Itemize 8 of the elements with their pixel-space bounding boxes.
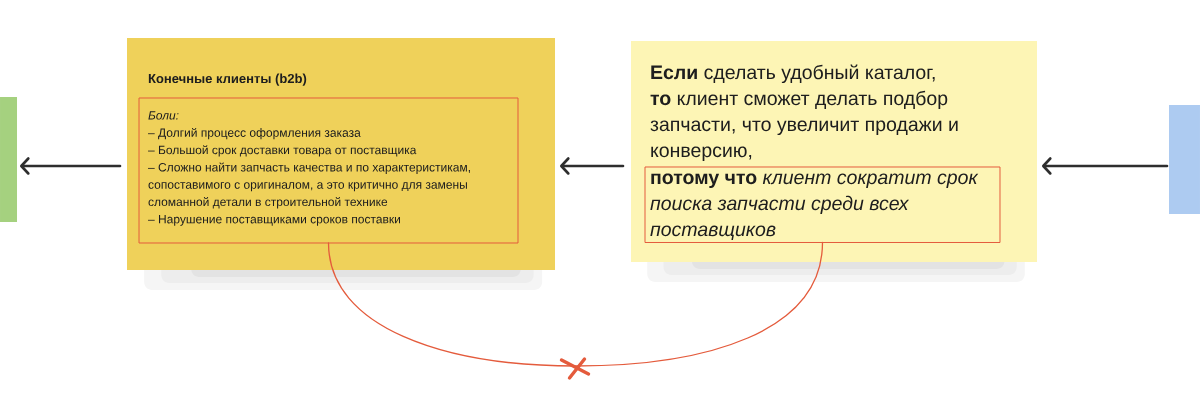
- arrow: [20, 157, 122, 175]
- highlight-box: потому что клиент сократит срок поиска запчасти среди всех поставщиков: [644, 166, 1001, 243]
- arrow: [1042, 157, 1169, 175]
- sticky-note: [0, 97, 17, 222]
- connector-line: [327, 241, 824, 367]
- arrow: [560, 157, 625, 175]
- sticky-note: [1169, 105, 1200, 214]
- highlight-box: Боли: – Долгий процесс оформления заказа – Большой срок доставки товара от поставщика – Сложно найти запчасть качества и по характеристикам, сопоставимого с оригиналом, а это критично для замены сломанной детали в строительной технике – Нарушение поставщиками сроков поставки: [138, 97, 519, 244]
